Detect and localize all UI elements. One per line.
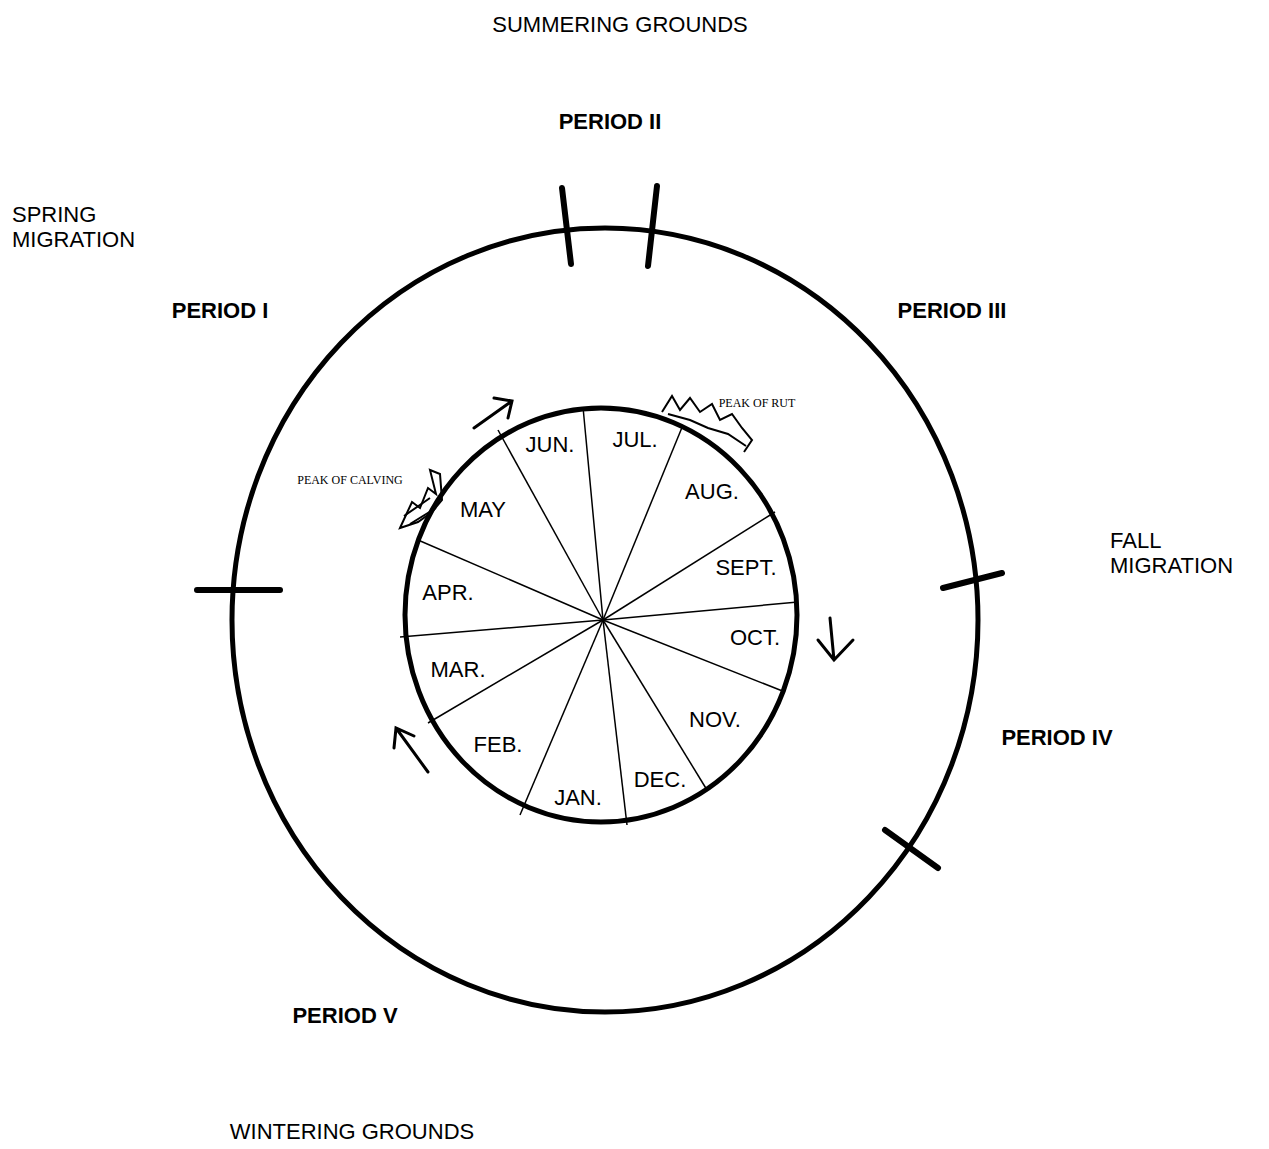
month-label: OCT. [730, 625, 780, 651]
period-label: PERIOD II [559, 109, 662, 134]
period-ticks [197, 186, 1002, 868]
region-label: FALL MIGRATION [1110, 528, 1260, 579]
month-label: JUN. [526, 432, 575, 458]
month-label: JAN. [554, 785, 602, 811]
period-label: PERIOD I [172, 298, 269, 323]
month-label: JUL. [612, 427, 657, 453]
month-spokes [400, 407, 798, 825]
month-label: FEB. [474, 732, 523, 758]
month-circle: JUN. JUL. AUG. SEPT. OCT. NOV. DEC. JAN. FEB. MAR… [402, 405, 800, 825]
peak-note: PEAK OF RUT [719, 397, 796, 411]
region-label: SPRING MIGRATION [12, 202, 172, 253]
month-label: DEC. [634, 767, 687, 793]
period-label: PERIOD V [292, 1003, 397, 1028]
region-label: WINTERING GROUNDS [230, 1119, 474, 1144]
region-label: SUMMERING GROUNDS [492, 12, 747, 37]
month-label: APR. [422, 580, 473, 606]
month-label: AUG. [685, 479, 739, 505]
outer-ring [232, 228, 978, 1012]
month-label: MAR. [431, 657, 486, 683]
period-label: PERIOD III [898, 298, 1007, 323]
month-label: NOV. [689, 707, 741, 733]
migration-arrows [394, 398, 853, 772]
month-label: SEPT. [715, 555, 776, 581]
circle-outline [402, 405, 800, 825]
peak-note: PEAK OF CALVING [297, 474, 403, 488]
period-label: PERIOD IV [1001, 725, 1112, 750]
month-label: MAY [460, 497, 506, 523]
